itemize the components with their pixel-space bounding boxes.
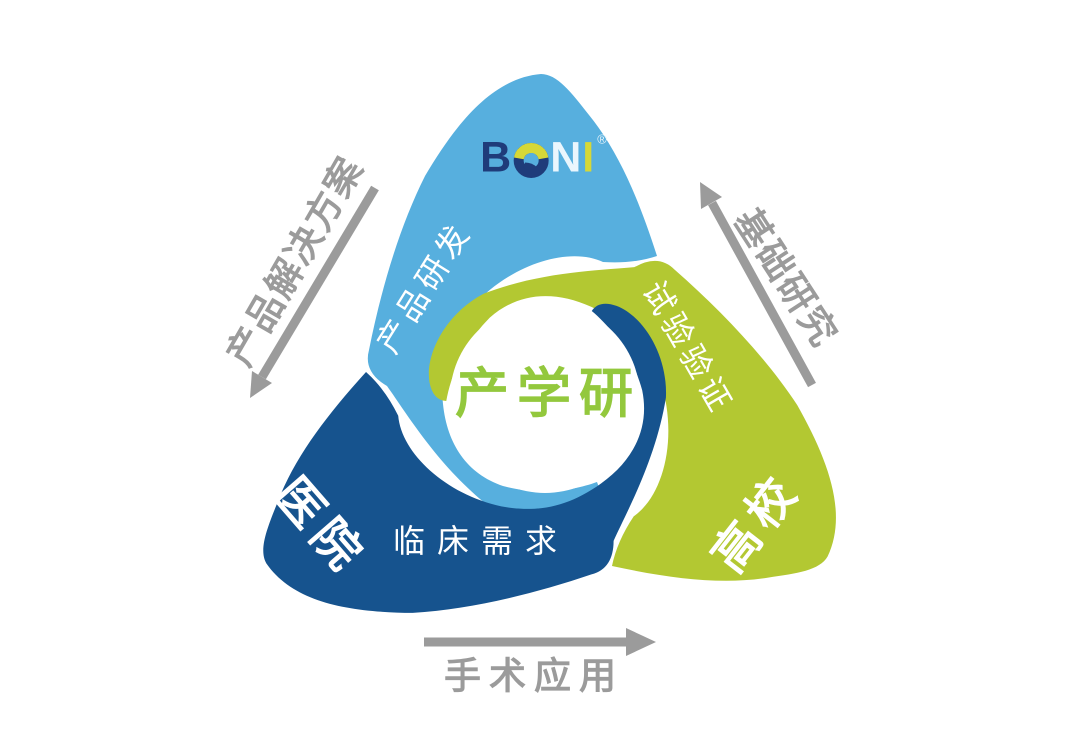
arrow-label-surgical-application: 手术应用	[444, 655, 624, 697]
arrow-surgical-application-icon	[424, 628, 656, 656]
logo-letter-b: B	[480, 133, 513, 182]
registered-trademark-mark: ®	[597, 131, 608, 147]
logo-letter-i: I	[582, 133, 596, 182]
segment-label-clinical-needs: 临床需求	[392, 523, 570, 559]
center-title: 产学研	[455, 364, 641, 424]
arrow-product-solution-icon	[250, 185, 379, 398]
logo-o-swirl-icon	[513, 140, 549, 178]
center-circle	[450, 303, 640, 493]
arrow-basic-research-icon	[700, 182, 816, 388]
boni-logo: B N I ®	[480, 131, 608, 183]
logo-letter-n: N	[550, 133, 583, 182]
